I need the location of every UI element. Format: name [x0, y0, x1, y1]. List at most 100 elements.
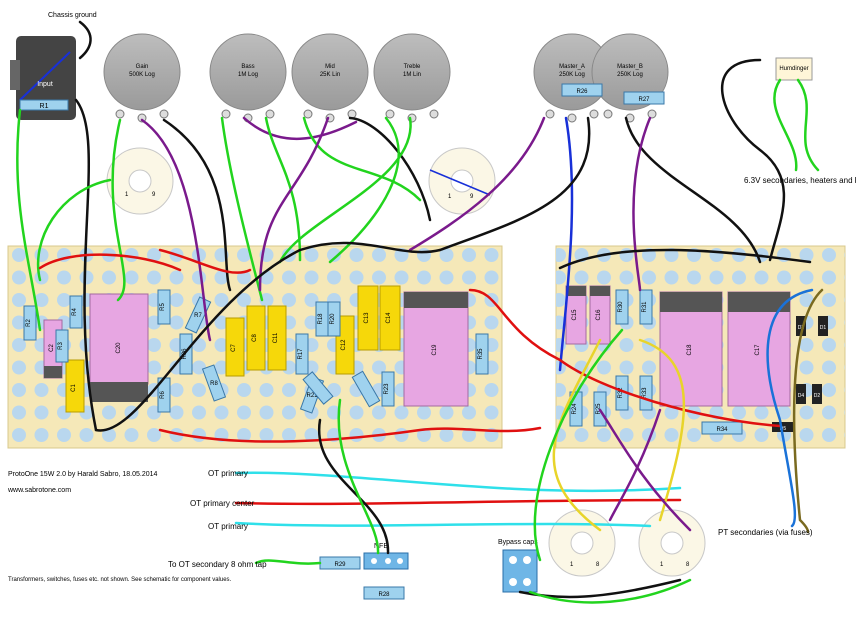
- pot-lug: [589, 109, 599, 119]
- cap-label: C12: [341, 339, 347, 351]
- components: C1 C7 C8 C11 C12 C13 C14 C22 C20 C2 C19 …: [43, 285, 791, 413]
- cap-label: C17: [755, 344, 761, 356]
- resistor-label: R18: [318, 313, 324, 325]
- resistor-label: R3: [58, 342, 64, 350]
- resistor-label: R30: [618, 301, 624, 313]
- pin-label: 1: [660, 562, 664, 568]
- cap-label: C8: [252, 334, 258, 342]
- pot-lug: [567, 113, 577, 123]
- pot-master-b: Master_B 250K Log: [591, 33, 669, 123]
- resistor-label: R21: [306, 393, 318, 399]
- pot-lug: [545, 109, 555, 119]
- cap-label: C16: [596, 309, 602, 321]
- wires: [16, 20, 824, 604]
- pot-lug: [603, 109, 613, 119]
- pot-lug: [647, 109, 657, 119]
- diodes: D3 D1 D4 D2 D5: [772, 316, 828, 432]
- diode-label: D3: [798, 325, 805, 331]
- six-v-secondaries-label: 6.3V secondaries, heaters and bulb: [744, 176, 856, 185]
- humdinger-label: Humdinger: [779, 66, 808, 72]
- pot-lug: [115, 109, 125, 119]
- tube-socket-v2: 1 9: [428, 147, 496, 215]
- resistor-label: R5: [160, 303, 166, 311]
- resistor-label: R25: [596, 403, 602, 415]
- pin-label: 1: [125, 192, 129, 198]
- tube-socket-v3: 1 8: [548, 509, 616, 577]
- pot-value: 250K Log: [559, 72, 585, 78]
- credit-text: ProtoOne 15W 2.0 by Harald Sabro, 18.05.…: [8, 471, 158, 478]
- diode-label: D4: [798, 393, 805, 399]
- cap-label: C18: [687, 344, 693, 356]
- pot-mid: Mid 25K Lin: [291, 33, 369, 123]
- ot-primary-label-2: OT primary: [208, 522, 248, 531]
- pin-label: 8: [596, 562, 600, 568]
- resistor-label: R2: [26, 319, 32, 327]
- resistor-label: R6: [160, 391, 166, 399]
- cap-label: C13: [364, 312, 370, 324]
- pot-name: Gain: [136, 64, 149, 70]
- tube-socket-v1: 1 9: [106, 147, 174, 215]
- resistor-label: R31: [642, 301, 648, 313]
- chassis-ground-label: Chassis ground: [48, 12, 97, 19]
- cap-label: C2: [49, 344, 55, 352]
- ot-primary-center-label: OT primary center: [190, 499, 255, 508]
- pot-value: 1M Log: [238, 72, 258, 78]
- cap-label: C7: [231, 344, 237, 352]
- pot-name: Master_A: [559, 64, 585, 70]
- input-label: Input: [37, 81, 53, 88]
- resistor-r1-label: R1: [40, 103, 49, 110]
- pot-name: Treble: [404, 64, 421, 70]
- bypass-caps-terminal: Bypass caps: [498, 539, 538, 593]
- pot-name: Bass: [241, 64, 254, 70]
- resistor-label: R4: [72, 308, 78, 316]
- pin-label: 1: [570, 562, 574, 568]
- humdinger: Humdinger: [775, 57, 813, 81]
- resistor-label: R8: [210, 381, 218, 387]
- nfb-label: NFB: [374, 543, 388, 550]
- website-text: www.sabrotone.com: [7, 487, 71, 494]
- pot-lug: [385, 109, 395, 119]
- cap-label: C15: [572, 309, 578, 321]
- disclaimer-text: Transformers, switches, fuses etc. not s…: [8, 577, 232, 583]
- resistor-label: R26: [576, 89, 588, 95]
- resistor-label: R24: [572, 403, 578, 415]
- resistor-label: R28: [378, 592, 390, 598]
- tube-socket-v4: 1 8: [638, 509, 706, 577]
- resistor-label: R34: [716, 427, 728, 433]
- resistor-label: R29: [334, 562, 346, 568]
- pot-name: Master_B: [617, 64, 643, 70]
- pot-name: Mid: [325, 64, 335, 70]
- diode-label: D1: [820, 325, 827, 331]
- cap-label: C11: [273, 332, 279, 343]
- nfb-terminal: NFB: [363, 543, 409, 570]
- cap-label: C1: [71, 384, 77, 392]
- pot-lug: [347, 109, 357, 119]
- pot-bass: Bass 1M Log: [209, 33, 287, 123]
- bypass-caps-label: Bypass caps: [498, 539, 538, 546]
- pot-lug: [303, 109, 313, 119]
- resistors: R2 R4 R3 R5 R6 R36 R7 R8 R17 R18 R20 R21…: [23, 83, 743, 600]
- resistor-label: R23: [384, 383, 390, 395]
- diode-label: D2: [814, 393, 821, 399]
- pin-label: 1: [448, 194, 452, 200]
- pot-value: 25K Lin: [320, 72, 340, 78]
- pot-lug: [159, 109, 169, 119]
- resistor-label: R27: [638, 97, 650, 103]
- cap-label: C14: [386, 312, 392, 324]
- pin-label: 8: [686, 562, 690, 568]
- to-ot-secondary-label: To OT secondary 8 ohm tap: [168, 560, 267, 569]
- resistor-label: R33: [642, 387, 648, 399]
- resistor-label: R20: [330, 313, 336, 325]
- pot-value: 250K Log: [617, 72, 643, 78]
- pot-lug: [265, 109, 275, 119]
- ot-primary-label-1: OT primary: [208, 469, 248, 478]
- resistor-label: R35: [478, 348, 484, 360]
- pin-label: 9: [470, 194, 474, 200]
- resistor-label: R7: [194, 313, 202, 319]
- pot-lug: [429, 109, 439, 119]
